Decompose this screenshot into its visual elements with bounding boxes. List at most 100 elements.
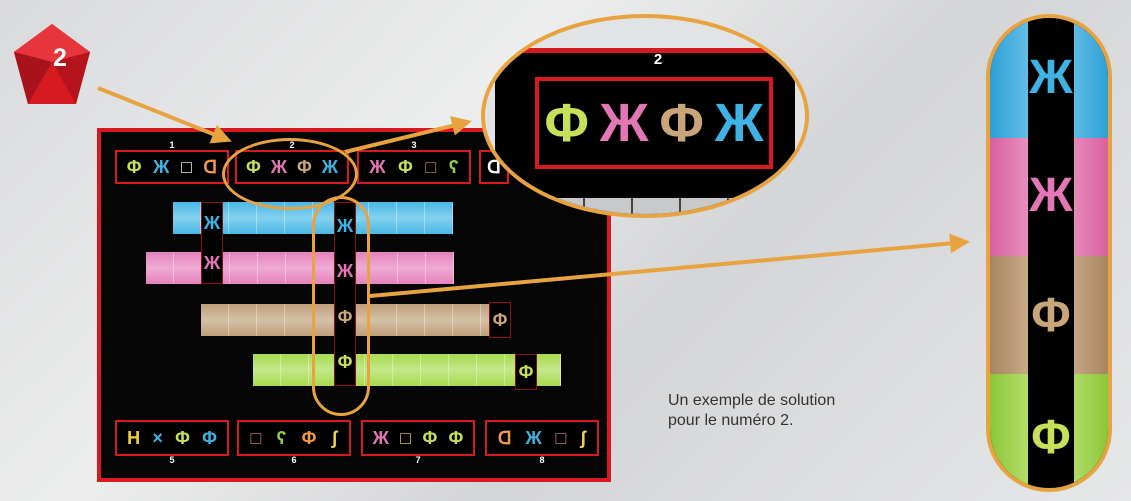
symbol-icon: Φ [422,428,438,448]
tan-strip-cell [257,304,285,336]
symbol-icon: ʕ [448,157,459,177]
symbol-icon: Φ [1031,289,1071,342]
symbol-icon: ᗡ [203,157,218,177]
symbol-icon: □ [400,428,412,448]
die-shape [14,24,90,104]
bottom-card-8: 8 ᗡ Ж □ ʃ [485,420,599,465]
pink-strip-cell [426,252,454,284]
tan-strip-cell [425,304,453,336]
card-number: 1 [169,140,175,150]
symbol-icon: Φ [659,93,704,153]
zoom-card-panel: 2 Φ Ж Φ Ж [495,48,795,214]
pink-strip-cell [146,252,174,284]
card-number: 7 [415,455,421,465]
symbol-icon: Ж [336,261,354,282]
caption-line-2: pour le numéro 2. [668,412,794,429]
tan-strip-cell [369,304,397,336]
green-strip-cell [449,354,477,386]
symbol-icon: □ [250,428,262,448]
symbol-icon: Φ [175,428,190,448]
top-card-1: 1 Φ Ж □ ᗡ [115,140,229,184]
zoom-grid [535,198,775,214]
symbol-icon: ᗡ [497,428,512,448]
bottom-card-7: 7 Ж □ Φ Φ [361,420,475,465]
cutout-column-4: Φ [515,354,537,390]
card-number: 6 [291,455,297,465]
symbol-icon: Ж [525,428,542,448]
caption-line-1: Un exemple de solution [668,392,836,409]
zoomed-column: Ж Ж Φ Φ [986,14,1112,492]
card-number: 8 [539,455,545,465]
symbol-icon: Ж [153,157,170,177]
tan-strip-cell [201,304,229,336]
green-strip-cell [281,354,309,386]
green-strip-cell [533,354,561,386]
symbol-icon: ʕ [276,428,287,448]
symbol-icon: H [127,428,141,448]
blue-strip-cell [229,202,257,234]
top-card-3: 3 Ж Φ □ ʕ [357,140,471,184]
symbol-icon: Φ [1031,411,1071,464]
cutout-column-1: Ж Ж [201,202,223,284]
arrow-column-to-side [369,233,970,298]
green-strip-cell [253,354,281,386]
zoomed-card: 2 Φ Ж Φ Ж [481,14,809,218]
blue-strip-cell [425,202,453,234]
zoom-card-number: 2 [653,51,663,68]
symbol-icon: Ж [369,157,386,177]
blue-strip-cell [397,202,425,234]
symbol-icon: Ж [372,428,389,448]
highlight-column [312,196,370,416]
arrow-card-to-zoom [344,116,472,154]
symbol-icon: Φ [448,428,464,448]
symbol-icon: Ж [1029,51,1073,104]
symbol-icon: Ж [203,213,221,233]
arrow-die-to-card [97,86,232,144]
bottom-card-6: 6 □ ʕ Φ ʃ [237,420,351,465]
pink-strip-cell [230,252,258,284]
green-strip-cell [393,354,421,386]
card-number: 5 [169,455,175,465]
symbol-icon: Ж [714,93,764,153]
tan-strip-cell [453,304,481,336]
symbol-icon: □ [425,157,437,177]
symbol-icon: Ж [599,93,649,153]
pink-strip-cell [286,252,314,284]
cutout-column-3: Φ [489,302,511,338]
blue-strip-cell [369,202,397,234]
highlight-card-2 [222,138,358,210]
symbol-icon: Ж [1029,169,1073,222]
symbol-icon: Φ [337,352,353,373]
symbol-icon: Φ [126,157,142,177]
cutout-column-2: Ж Ж Φ Φ [334,202,356,386]
symbol-icon: Φ [544,93,589,153]
symbol-icon: Φ [202,428,217,448]
column-cutout [1028,18,1074,488]
symbol-icon: □ [555,428,567,448]
symbol-icon: □ [180,157,192,177]
pink-strip-cell [370,252,398,284]
bottom-card-5: 5 H × Φ Φ [115,420,229,465]
symbol-icon: ʃ [331,428,338,448]
symbol-icon: × [152,428,163,448]
green-strip-cell [477,354,505,386]
card-number: 3 [411,140,417,150]
tan-strip-cell [229,304,257,336]
symbol-icon: Φ [301,428,317,448]
symbol-icon: Φ [492,310,508,330]
die: 2 [12,22,92,112]
pink-strip-cell [174,252,202,284]
symbol-icon: Φ [398,157,413,177]
symbol-icon: Ж [203,253,221,273]
pink-strip-cell [398,252,426,284]
symbol-icon: Φ [518,362,534,382]
die-value: 2 [53,44,67,72]
green-strip-cell [421,354,449,386]
symbol-icon: ʃ [580,428,587,448]
blue-strip-cell [173,202,201,234]
pink-strip-cell [258,252,286,284]
zoom-card-symbols: Φ Ж Φ Ж [535,77,773,169]
caption: Un exemple de solution pour le numéro 2. [668,391,968,431]
tan-strip-cell [397,304,425,336]
